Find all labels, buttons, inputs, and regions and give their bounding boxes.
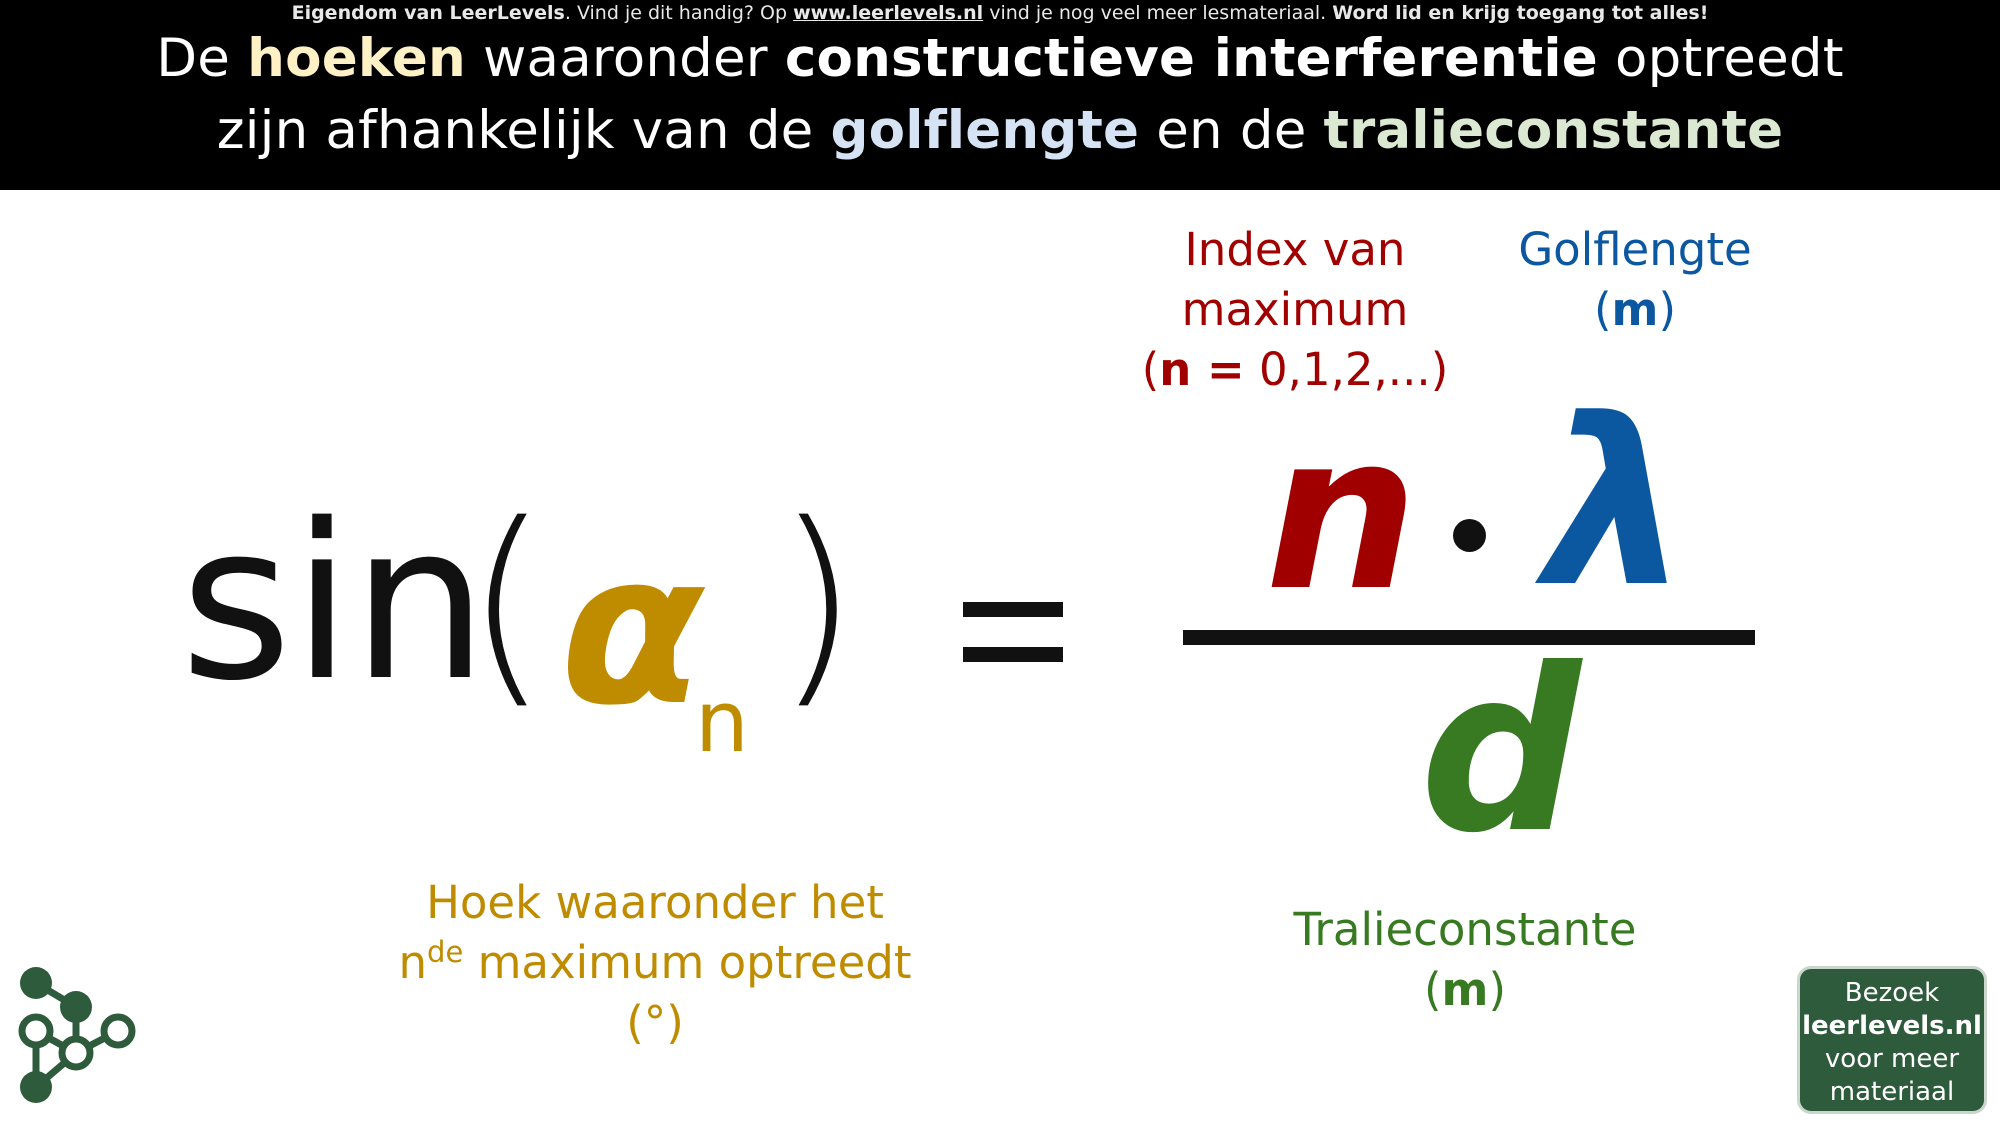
headline-text: en de (1139, 100, 1324, 161)
notice-text-2: vind je nog veel meer lesmateriaal. (983, 2, 1333, 24)
label-golflengte-open: ( (1593, 283, 1612, 336)
label-index-line-3: (n = 0,1,2,...) (1130, 340, 1460, 400)
label-index-open: ( (1141, 343, 1160, 396)
label-tralieconstante-unit: m (1441, 963, 1489, 1016)
visit-line-3: voor meer (1824, 1044, 1960, 1074)
visit-leerlevels-button[interactable]: Bezoek leerlevels.nl voor meer materiaal (1797, 966, 1987, 1114)
label-golflengte-close: ) (1658, 283, 1676, 336)
equals-sign (963, 602, 1063, 662)
denominator-d: d (1420, 621, 1582, 883)
notice-link[interactable]: www.leerlevels.nl (793, 2, 984, 24)
multiplication-dot (1453, 519, 1486, 552)
headline-golflengte: golflengte (830, 100, 1140, 161)
notice-text-1: . Vind je dit handig? Op (564, 2, 794, 24)
visit-line-4: materiaal (1829, 1077, 1955, 1107)
numerator-n: n (1265, 387, 1419, 638)
headline-text: optreedt (1597, 28, 1844, 89)
ownership-notice: Eigendom van LeerLevels. Vind je dit han… (0, 2, 2000, 24)
notice-cta: Word lid en krijg toegang tot alles! (1332, 2, 1709, 24)
headline-tralieconstante: tralieconstante (1323, 100, 1784, 161)
label-tralieconstante-open: ( (1423, 963, 1442, 1016)
label-hoek-line-2: nde maximum optreedt (340, 933, 970, 993)
title-banner: Eigendom van LeerLevels. Vind je dit han… (0, 0, 2000, 190)
label-hoek-line-1: Hoek waaronder het (426, 876, 884, 929)
equals-bar-top (963, 602, 1063, 617)
formula-open-paren: ( (465, 477, 549, 728)
label-tralieconstante: Tralieconstante (m) (1230, 900, 1700, 1020)
headline-line-2: zijn afhankelijk van de golflengte en de… (0, 100, 2000, 161)
label-index-line-1: Index van (1184, 223, 1406, 276)
fraction-bar (1183, 630, 1755, 645)
equals-bar-bottom (963, 647, 1063, 662)
label-tralieconstante-close: ) (1488, 963, 1506, 1016)
label-hoek-rest: maximum optreedt (463, 936, 912, 989)
headline-text: zijn afhankelijk van de (216, 100, 831, 161)
numerator-lambda: λ (1545, 371, 1691, 638)
notice-owner: Eigendom van LeerLevels (291, 2, 565, 24)
leerlevels-network-logo-icon (18, 967, 136, 1103)
formula-alpha: α (560, 507, 705, 752)
headline-line-1: De hoeken waaronder constructieve interf… (0, 28, 2000, 89)
label-tralieconstante-title: Tralieconstante (1293, 903, 1637, 956)
label-hoek: Hoek waaronder het nde maximum optreedt … (340, 873, 970, 1053)
visit-line-1: Bezoek (1844, 978, 1940, 1008)
formula-alpha-subscript: n (695, 673, 749, 772)
label-index-line-2: maximum (1181, 283, 1409, 336)
label-golflengte-title: Golflengte (1518, 223, 1752, 276)
label-golflengte-unit: m (1611, 283, 1659, 336)
label-hoek-superscript: de (427, 935, 464, 969)
label-index-values: 0,1,2,...) (1244, 343, 1449, 396)
label-hoek-unit: (°) (626, 996, 684, 1049)
visit-site-name: leerlevels.nl (1802, 1011, 1982, 1041)
label-golflengte-unit-line: (m) (1480, 280, 1790, 340)
formula-close-paren: ) (775, 477, 859, 728)
label-hoek-n: n (398, 936, 428, 989)
headline-text: De (156, 28, 248, 89)
formula-sin: sin (180, 477, 489, 728)
label-index-van-maximum: Index van maximum (n = 0,1,2,...) (1130, 220, 1460, 400)
headline-constructief: constructieve interferentie (784, 28, 1598, 89)
label-tralieconstante-unit-line: (m) (1230, 960, 1700, 1020)
headline-hoeken: hoeken (247, 28, 466, 89)
headline-text: waaronder (465, 28, 785, 89)
label-golflengte: Golflengte (m) (1480, 220, 1790, 340)
label-index-n: n = (1159, 343, 1245, 396)
